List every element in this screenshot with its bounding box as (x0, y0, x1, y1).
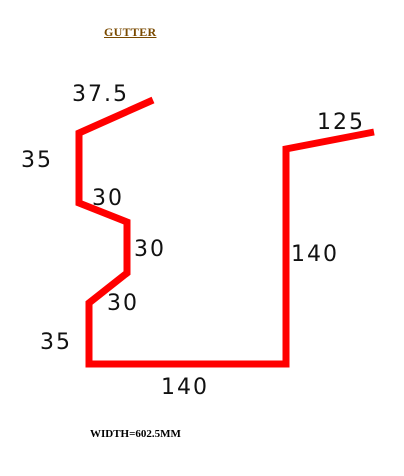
diagram-title: GUTTER (104, 25, 157, 39)
dim-right-vertical: 140 (291, 242, 339, 267)
dim-bottom: 140 (161, 375, 209, 400)
dim-left-upper-slant: 30 (92, 186, 124, 211)
dim-left-lower-slant: 30 (107, 291, 139, 316)
dim-left-lower-vertical: 35 (40, 330, 72, 355)
dim-top-left-lip: 37.5 (72, 82, 129, 107)
gutter-profile-line (75, 96, 375, 368)
dim-left-middle-vertical: 30 (134, 237, 166, 262)
dim-top-right-lip: 125 (317, 110, 365, 135)
dim-left-upper-vertical: 35 (21, 148, 53, 173)
width-note: WIDTH=602.5MM (90, 428, 181, 440)
